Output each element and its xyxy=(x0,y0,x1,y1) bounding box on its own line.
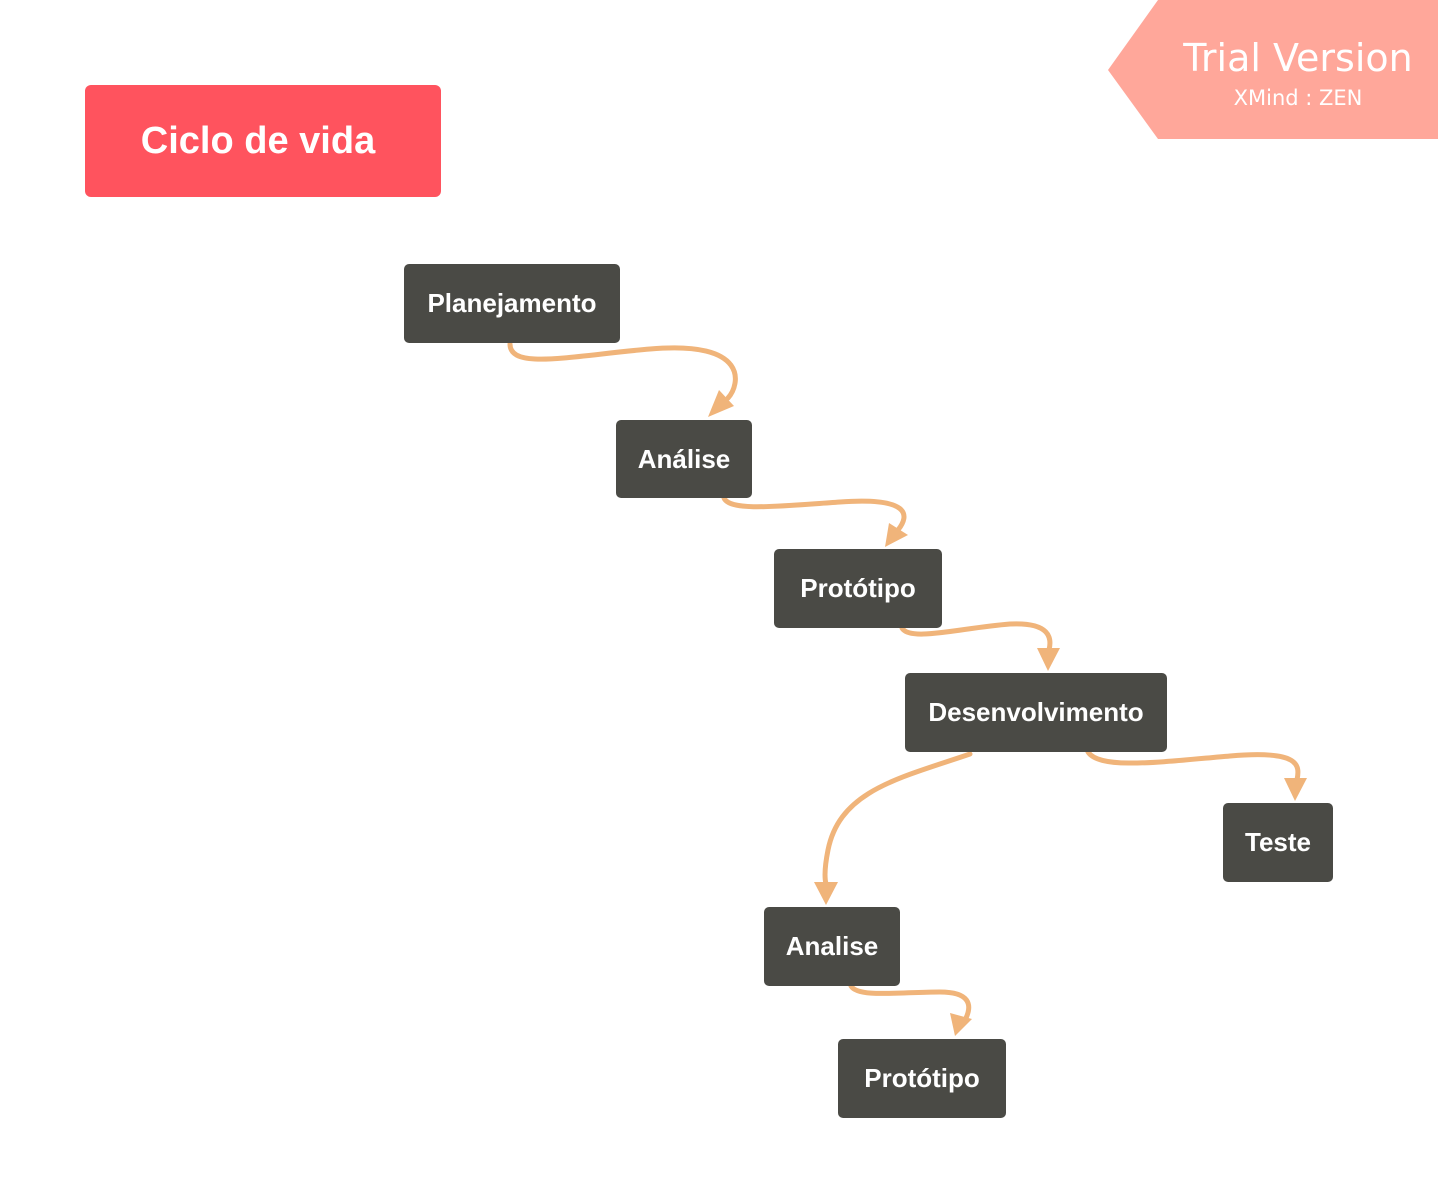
node-label: Protótipo xyxy=(800,573,916,603)
node-desenvolvimento[interactable]: Desenvolvimento xyxy=(905,673,1167,752)
trial-version-badge: Trial Version XMind : ZEN xyxy=(1108,0,1438,140)
arrowhead-desenvolvimento-analise xyxy=(814,882,838,905)
diagram-title-box[interactable]: Ciclo de vida xyxy=(85,85,441,197)
arrowhead-analise-prototipo-2 xyxy=(950,1013,972,1036)
diagram-title: Ciclo de vida xyxy=(140,119,376,162)
connector-analise-prototipo xyxy=(721,495,907,533)
node-label: Teste xyxy=(1245,827,1311,857)
node-planejamento[interactable]: Planejamento xyxy=(404,264,620,343)
node-teste[interactable]: Teste xyxy=(1223,803,1333,882)
trial-version-subtitle: XMind : ZEN xyxy=(1233,86,1363,110)
node-label: Protótipo xyxy=(864,1063,980,1093)
arrowhead-prototipo-desenvolvimento xyxy=(1037,648,1060,671)
node-prototipo-2[interactable]: Protótipo xyxy=(838,1039,1006,1118)
arrowhead-analise-prototipo xyxy=(885,523,908,547)
node-label: Planejamento xyxy=(427,288,597,318)
arrowhead-desenvolvimento-teste xyxy=(1284,778,1307,801)
node-label: Desenvolvimento xyxy=(928,697,1144,727)
node-prototipo[interactable]: Protótipo xyxy=(774,549,942,628)
trial-badge-shape xyxy=(1108,0,1438,139)
node-analise-2[interactable]: Analise xyxy=(764,907,900,986)
node-analise[interactable]: Análise xyxy=(616,420,752,498)
node-label: Analise xyxy=(785,931,879,961)
node-label: Análise xyxy=(637,443,731,474)
connector-planejamento-analise xyxy=(507,341,738,401)
arrowhead-planejamento-analise xyxy=(708,390,734,417)
connector-desenvolvimento-teste xyxy=(1085,749,1301,783)
connector-prototipo-desenvolvimento xyxy=(899,621,1053,653)
connector-desenvolvimento-analise xyxy=(822,751,973,887)
connector-analise-prototipo-2 xyxy=(848,983,972,1021)
trial-version-title: Trial Version xyxy=(1183,36,1413,80)
